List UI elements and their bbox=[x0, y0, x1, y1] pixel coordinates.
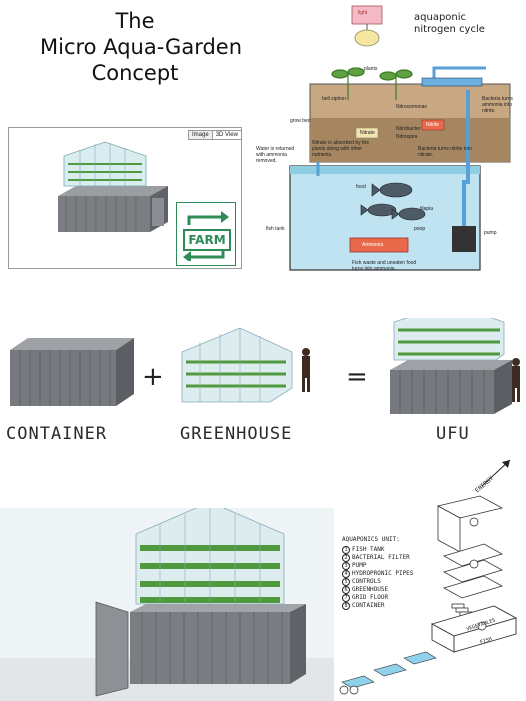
bacteria-ammonia-note: Bacteria turns ammonia into nitrite. bbox=[482, 96, 513, 114]
unit-label: PUMP bbox=[352, 562, 367, 569]
water-returned-note: Water is returned with ammonia removed. bbox=[256, 146, 295, 164]
bacteria-nitrite-note: Bacteria turns nitrite into nitrate. bbox=[418, 146, 472, 158]
unit-label: CONTAINER bbox=[352, 602, 385, 609]
cycle-title-line-2: nitrogen cycle bbox=[414, 24, 485, 35]
ammonia-label: Ammonia bbox=[362, 242, 384, 248]
plants-label: plants bbox=[364, 66, 378, 72]
nitrogen-cycle-diagram bbox=[289, 5, 511, 271]
nitrospira-label: Nitrospira bbox=[396, 134, 418, 140]
title-line-2: Micro Aqua-Garden bbox=[40, 35, 243, 59]
poop-label: poop bbox=[414, 226, 426, 232]
equation-illustrations bbox=[10, 318, 520, 414]
nitrate-absorbed-note: Nitrate is absorbed by the plants along … bbox=[312, 140, 369, 158]
container-illustration bbox=[10, 338, 134, 406]
plus-sign: + bbox=[142, 362, 164, 392]
unit-number-badge: 2 bbox=[342, 554, 350, 562]
grow-bed-label: grow bed bbox=[290, 118, 311, 124]
ufu-label: UFU bbox=[436, 424, 470, 444]
tab-image[interactable]: Image bbox=[189, 131, 213, 139]
unit-number-badge: 7 bbox=[342, 594, 350, 602]
greenhouse-illustration bbox=[181, 327, 293, 403]
unit-label: CONTROLS bbox=[352, 578, 381, 585]
person-icon bbox=[512, 358, 520, 402]
unit-label: BACTERIAL FILTER bbox=[352, 554, 410, 561]
unit-label: GREENHOUSE bbox=[352, 586, 389, 593]
equals-sign: = bbox=[346, 362, 368, 392]
bell-siphon-label: bell siphon bbox=[322, 96, 346, 102]
unit-label: HYDROPRONIC PIPES bbox=[352, 570, 414, 577]
ufu-render-small bbox=[58, 141, 168, 232]
fish-waste-note: Fish waste and uneaten food turns into a… bbox=[352, 260, 417, 272]
nitrobacter-label: Nitrobacter bbox=[396, 126, 421, 132]
nitrate-label: Nitrate bbox=[360, 130, 375, 136]
light-label: light bbox=[358, 10, 368, 16]
view-tabs: Image 3D View bbox=[188, 130, 242, 140]
nitrosomonas-label: Nitrosomonas bbox=[396, 104, 427, 110]
greenhouse-label: GREENHOUSE bbox=[180, 424, 293, 444]
tab-3d-view[interactable]: 3D View bbox=[212, 131, 241, 139]
unit-number-badge: 5 bbox=[342, 578, 350, 586]
nitrogen-cycle-title: aquaponic nitrogen cycle bbox=[414, 12, 485, 36]
ufu-render-large bbox=[0, 508, 334, 701]
exploded-unit-diagram bbox=[339, 459, 518, 695]
nitrite-label: Nitrite bbox=[426, 122, 440, 128]
recycle-arrows-icon bbox=[183, 211, 229, 261]
cycle-title-line-1: aquaponic bbox=[414, 12, 467, 23]
pump-label: pump bbox=[484, 230, 497, 236]
title-line-3: Concept bbox=[91, 61, 179, 85]
unit-number-badge: 6 bbox=[342, 586, 350, 594]
title-line-1: The bbox=[115, 9, 155, 33]
food-label: food bbox=[356, 184, 366, 190]
unit-number-badge: 3 bbox=[342, 562, 350, 570]
unit-label: FISH TANK bbox=[352, 546, 385, 553]
ufu-illustration bbox=[390, 318, 512, 414]
units-title: AQUAPONICS UNIT: bbox=[342, 536, 400, 543]
fish-tank-label: fish tank bbox=[266, 226, 285, 232]
page-title: The Micro Aqua-Garden Concept bbox=[40, 8, 243, 86]
person-icon bbox=[302, 348, 310, 392]
unit-number-badge: 1 bbox=[342, 546, 350, 554]
container-label: CONTAINER bbox=[6, 424, 108, 444]
farm-logo: FARM bbox=[176, 202, 236, 266]
farm-logo-text: FARM bbox=[183, 229, 231, 251]
unit-number-badge: 4 bbox=[342, 570, 350, 578]
unit-label: GRID FLOOR bbox=[352, 594, 389, 601]
unit-number-badge: 8 bbox=[342, 602, 350, 610]
tilapia-label: tilapia bbox=[420, 206, 434, 212]
